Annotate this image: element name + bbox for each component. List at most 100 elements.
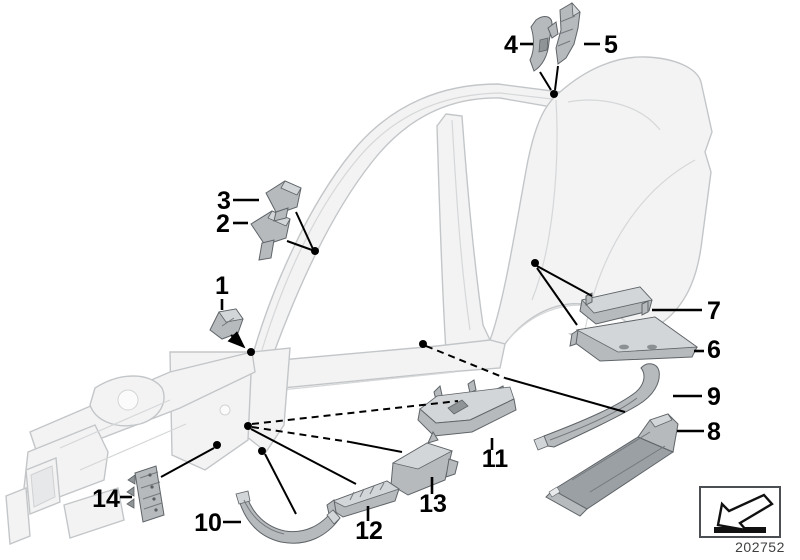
rocker-inner-line xyxy=(261,371,456,393)
part-12-ribs xyxy=(349,482,385,501)
part-5-ribs xyxy=(557,15,576,47)
part-4-shape[interactable] xyxy=(529,16,553,72)
part-1-shape[interactable] xyxy=(209,308,244,340)
part-10-channel xyxy=(238,496,341,544)
part-8-end-cap xyxy=(545,489,588,517)
leader-line-part5 xyxy=(554,65,559,91)
leader-line-part1 xyxy=(227,331,246,349)
callout-label-2[interactable]: 2 xyxy=(216,210,230,238)
direction-arrow-icon xyxy=(714,493,774,533)
part-shapes xyxy=(126,1,699,544)
part-12-shape[interactable] xyxy=(326,480,400,518)
part-11-shape[interactable] xyxy=(417,379,517,437)
roof-rail-inner-line xyxy=(261,92,553,351)
part-14-body xyxy=(134,465,165,523)
part-8-ridge xyxy=(571,431,666,493)
callout-label-13[interactable]: 13 xyxy=(419,490,447,518)
part-8-panel xyxy=(552,436,675,510)
callout-labels: 1 2 3 4 5 6 7 8 9 10 11 12 13 14 xyxy=(92,31,721,545)
part-3-shape[interactable] xyxy=(265,180,302,222)
leader-line-part13 xyxy=(349,441,403,453)
wheel-arch-inner-line xyxy=(507,304,637,341)
direction-arrow-face xyxy=(716,493,774,532)
rocker-panel xyxy=(257,339,506,391)
front-lower-member xyxy=(5,486,31,546)
reference-dot xyxy=(550,90,558,98)
part-9-shape[interactable] xyxy=(533,363,660,451)
part-8-end-highlight xyxy=(548,486,561,498)
part-number: 202752 xyxy=(735,539,785,555)
leader-line-part9-dashed xyxy=(425,345,506,379)
reference-dot xyxy=(247,348,255,356)
leader-line-part14 xyxy=(160,447,215,478)
leader-line-part11 xyxy=(251,400,459,425)
strut-tower-cap xyxy=(117,389,139,411)
part-14-serration xyxy=(126,498,135,509)
callout-label-3[interactable]: 3 xyxy=(217,187,231,215)
part-11-strut xyxy=(467,379,477,394)
b-pillar xyxy=(436,113,491,353)
part-6-slot xyxy=(619,344,629,350)
leader-line-part10 xyxy=(264,453,297,515)
part-7-top-face xyxy=(581,286,653,314)
reference-dot xyxy=(258,447,266,455)
part-7-shape[interactable] xyxy=(579,286,653,325)
callout-label-1[interactable]: 1 xyxy=(215,272,229,300)
part-13-tab xyxy=(445,458,459,478)
part-5-wing xyxy=(547,21,559,39)
leader-line-part3 xyxy=(295,211,314,250)
callout-label-7[interactable]: 7 xyxy=(707,297,721,325)
leader-line-part13-dashed xyxy=(251,426,351,443)
part-9-inner-line xyxy=(549,397,638,441)
part-5-shape[interactable] xyxy=(547,1,581,65)
leader-line-part2 xyxy=(286,240,313,251)
part-14-rivet xyxy=(150,485,154,489)
callout-label-8[interactable]: 8 xyxy=(707,418,721,446)
leader-lines xyxy=(120,42,704,524)
part-1-top-face xyxy=(218,308,244,323)
part-3-tab xyxy=(273,207,289,222)
part-5-top-face xyxy=(571,1,581,17)
b-pillar-inner-line xyxy=(451,119,471,331)
callout-label-12[interactable]: 12 xyxy=(355,517,383,545)
part-6-slot xyxy=(647,344,657,350)
part-2-leg xyxy=(258,239,275,261)
part-14-shape[interactable] xyxy=(126,465,165,523)
leader-line-part7 xyxy=(536,265,593,297)
callout-label-9[interactable]: 9 xyxy=(707,383,721,411)
part-8-flange-lip xyxy=(649,413,673,428)
part-13-shape[interactable] xyxy=(390,430,459,496)
part-10-end-flange xyxy=(326,509,341,525)
part-14-rivet xyxy=(152,497,156,501)
front-lower-member xyxy=(63,487,125,539)
callout-label-14[interactable]: 14 xyxy=(92,485,120,513)
front-rail-tip-face xyxy=(30,465,56,508)
callout-label-6[interactable]: 6 xyxy=(707,336,721,364)
part-9-end-cap xyxy=(533,435,549,451)
part-13-spike xyxy=(427,430,439,444)
callout-label-10[interactable]: 10 xyxy=(194,509,222,537)
part-6-end-tab xyxy=(569,328,579,347)
rear-pillar-inner-line xyxy=(567,99,661,131)
part-3-top-face xyxy=(280,180,302,196)
part-6-shape[interactable] xyxy=(569,316,699,362)
reference-dot xyxy=(531,259,539,267)
callout-label-11[interactable]: 11 xyxy=(482,445,509,473)
part-8-flange xyxy=(637,413,679,453)
leader-line-part12 xyxy=(250,428,357,485)
part-10-shape[interactable] xyxy=(235,490,341,544)
part-8-shape[interactable] xyxy=(545,413,679,517)
part-1-detail xyxy=(221,317,235,327)
part-9-rail xyxy=(543,363,660,448)
part-12-top-face xyxy=(331,480,400,508)
bulkhead-hole xyxy=(219,404,231,416)
leader-line-part9 xyxy=(504,377,626,413)
c-pillar-inner-line xyxy=(531,99,558,301)
callout-label-5[interactable]: 5 xyxy=(604,31,618,59)
footer: 202752 xyxy=(699,486,785,555)
leader-line-part6 xyxy=(536,267,578,326)
reference-dot xyxy=(213,441,221,449)
callout-label-4[interactable]: 4 xyxy=(504,31,518,59)
part-11-front-face xyxy=(417,398,517,437)
